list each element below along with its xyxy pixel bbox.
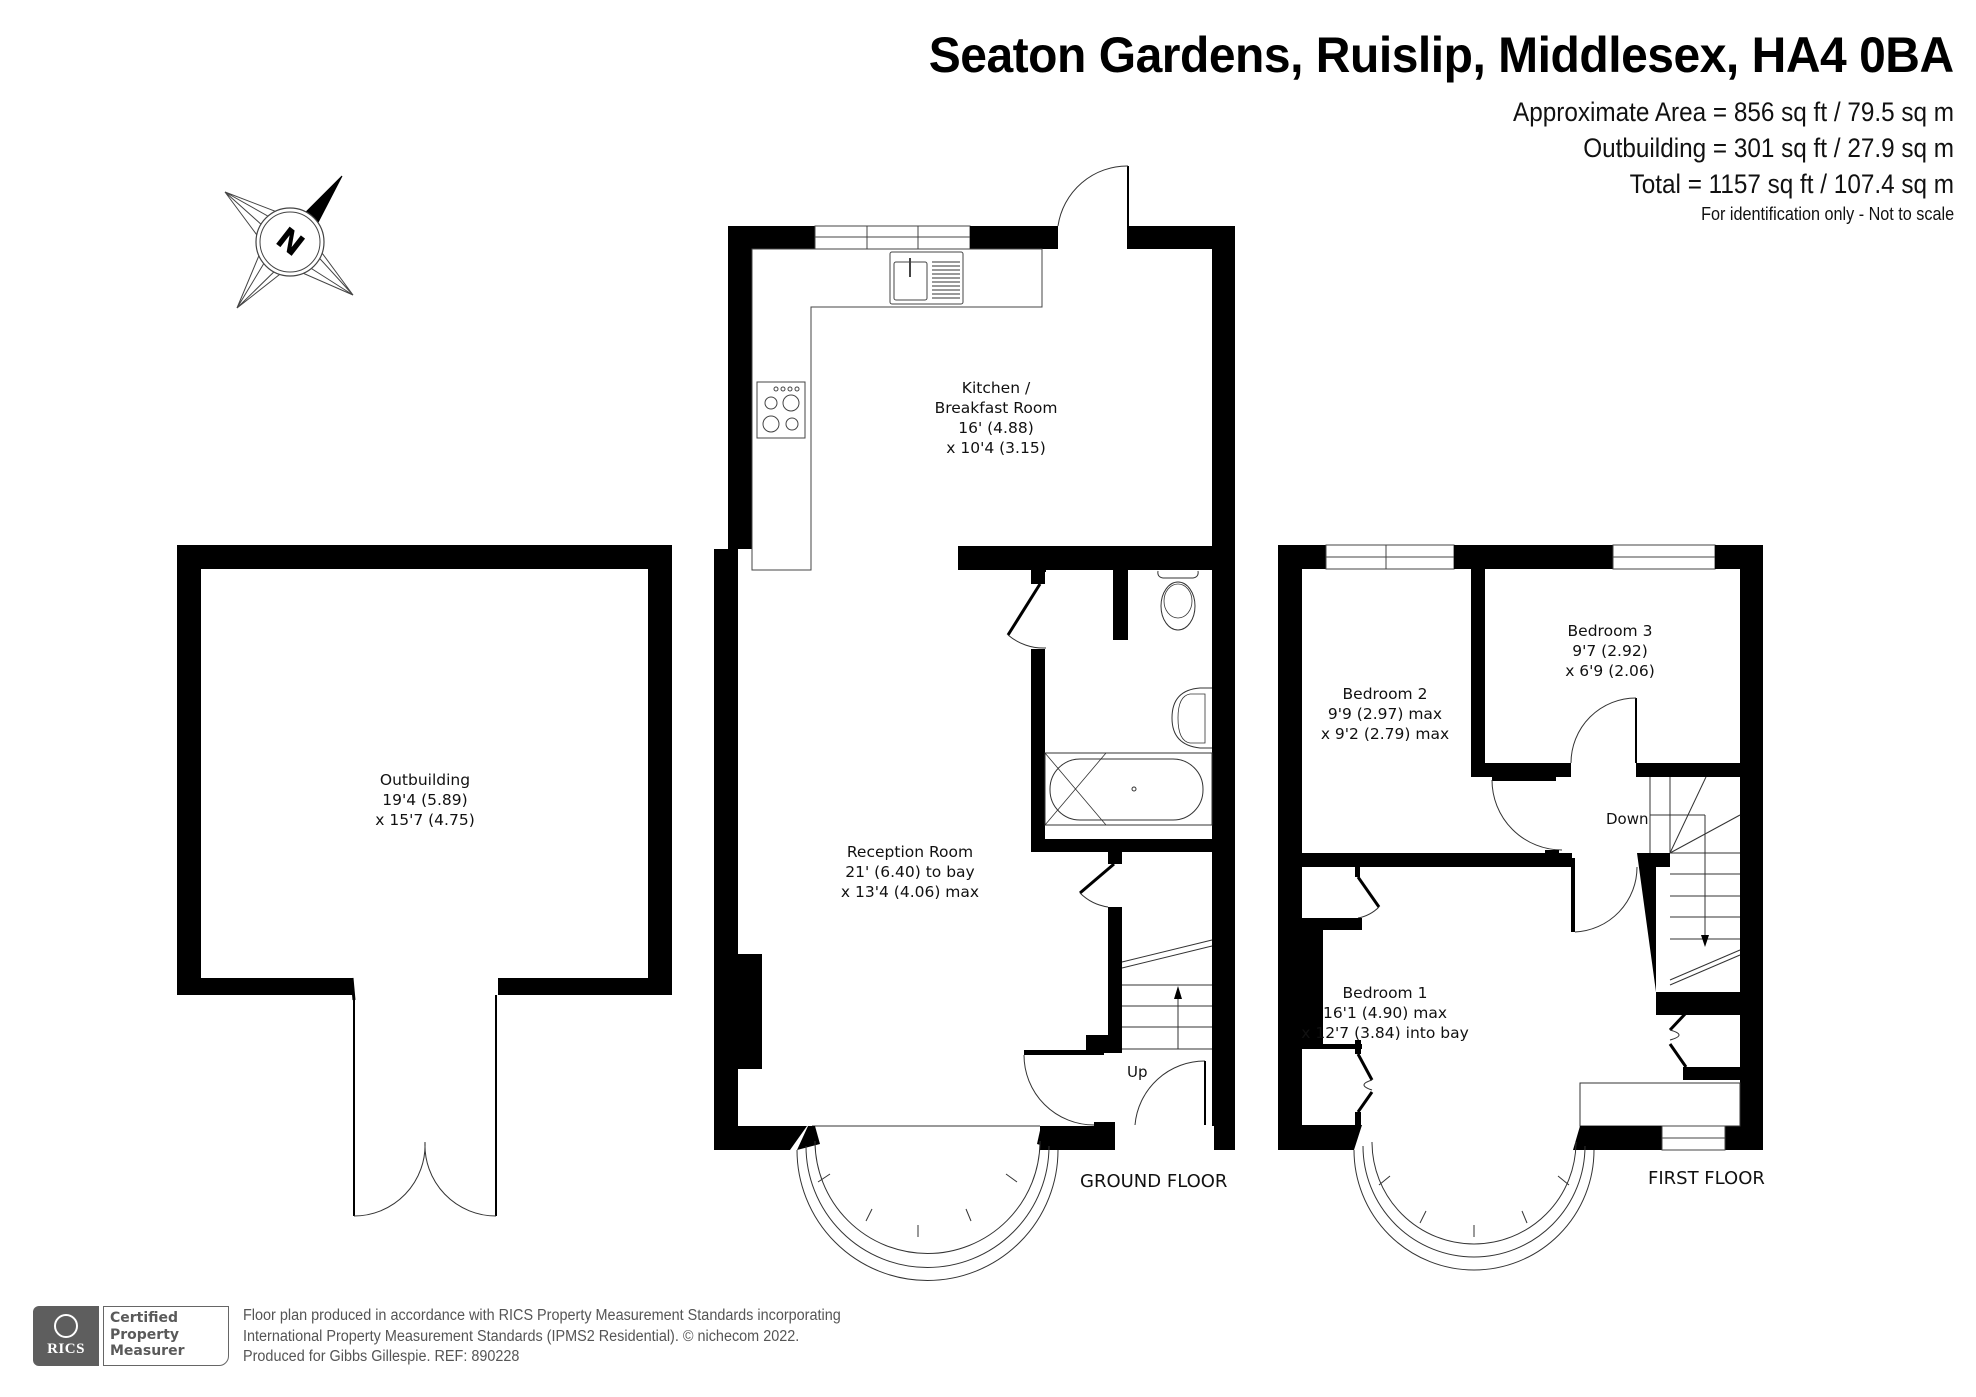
ground-floor-label: GROUND FLOOR: [1080, 1171, 1228, 1192]
room-label-bedroom-2: Bedroom 2 9'9 (2.97) max x 9'2 (2.79) ma…: [1320, 685, 1450, 743]
first-floor-plan: [1278, 544, 1763, 1271]
stairs-up-label: Up: [1127, 1063, 1148, 1081]
room-label-kitchen: Kitchen / Breakfast Room 16' (4.88) x 10…: [934, 379, 1058, 457]
property-address-title: Seaton Gardens, Ruislip, Middlesex, HA4 …: [929, 27, 1954, 83]
first-floor-label: FIRST FLOOR: [1648, 1168, 1765, 1189]
total-area: Total = 1157 sq ft / 107.4 sq m: [1629, 169, 1954, 199]
room-label-bedroom-1: Bedroom 1 16'1 (4.90) max x 12'7 (3.84) …: [1301, 984, 1469, 1042]
approx-area: Approximate Area = 856 sq ft / 79.5 sq m: [1512, 97, 1954, 127]
disclaimer-note: For identification only - Not to scale: [1700, 204, 1954, 224]
outbuilding-area: Outbuilding = 301 sq ft / 27.9 sq m: [1583, 133, 1954, 163]
footer-disclaimer: Floor plan produced in accordance with R…: [243, 1307, 841, 1365]
rics-logo: RICS: [33, 1306, 99, 1366]
area-summary: Approximate Area = 856 sq ft / 79.5 sq m…: [1513, 94, 1954, 202]
ground-floor-plan: [714, 165, 1235, 1281]
rics-certified-badge: RICS Certified Property Measurer: [33, 1306, 229, 1366]
stairs-down-label: Down: [1606, 810, 1649, 828]
north-arrow-icon: N: [224, 175, 354, 309]
room-label-outbuilding: Outbuilding 19'4 (5.89) x 15'7 (4.75): [375, 771, 475, 829]
room-label-reception: Reception Room 21' (6.40) to bay x 13'4 …: [840, 843, 980, 901]
outbuilding-plan: [177, 545, 672, 1217]
room-label-bedroom-3: Bedroom 3 9'7 (2.92) x 6'9 (2.06): [1565, 622, 1655, 680]
certified-measurer-text: Certified Property Measurer: [103, 1306, 229, 1366]
rics-lion-icon: [54, 1314, 78, 1338]
